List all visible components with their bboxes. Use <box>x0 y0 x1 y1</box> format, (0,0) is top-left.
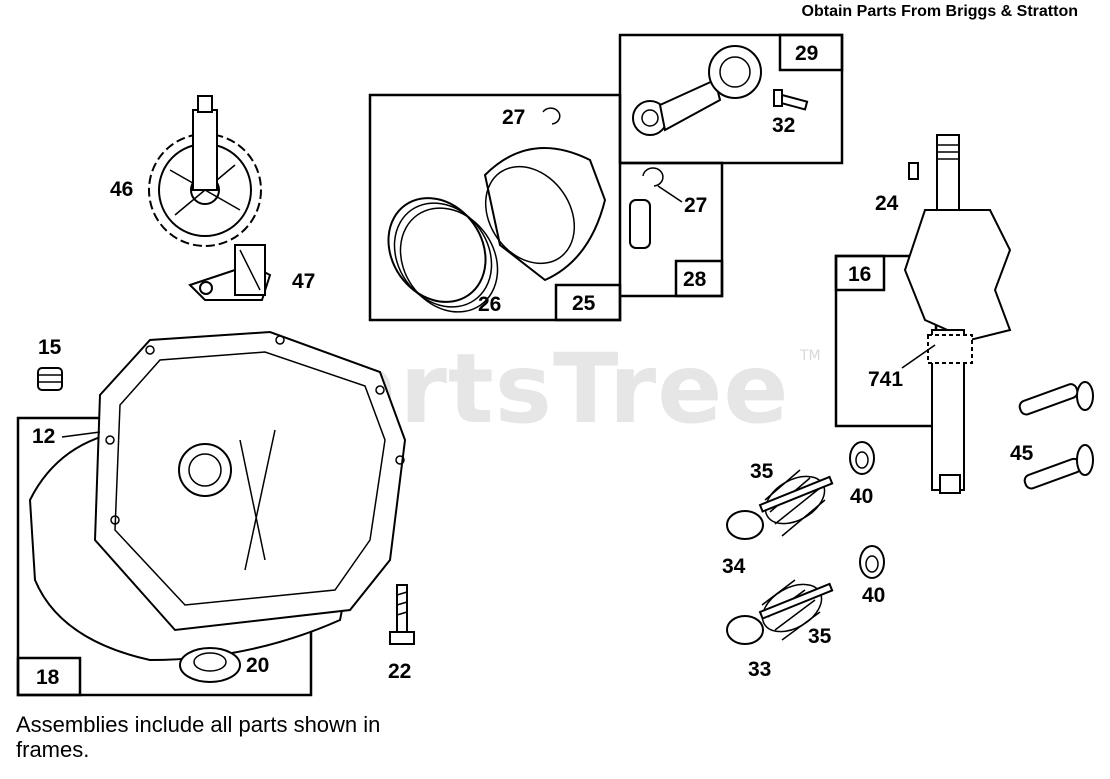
oil-seal-part[interactable] <box>179 647 241 683</box>
valve-lifter-lower-part[interactable] <box>1023 444 1094 490</box>
valve-lifter-upper-part[interactable] <box>1018 381 1094 416</box>
callout-22: 22 <box>388 660 411 683</box>
callout-34: 34 <box>722 555 746 578</box>
callout-12: 12 <box>32 425 55 448</box>
piston-rings-part[interactable] <box>369 179 518 331</box>
crank-key-part[interactable] <box>908 162 919 180</box>
footer-note: Assemblies include all parts shown in fr… <box>16 712 381 762</box>
piston-pin-part[interactable] <box>629 199 651 249</box>
valve-retainer-upper-part[interactable] <box>849 441 875 475</box>
header-note: Obtain Parts From Briggs & Stratton <box>801 3 1078 20</box>
frame-28[interactable]: 28 <box>620 161 724 298</box>
callout-741: 741 <box>868 368 903 391</box>
frame-29[interactable]: 29 <box>618 33 844 165</box>
frame-25-label: 25 <box>572 292 596 315</box>
piston-pin-clip-lower-part[interactable] <box>642 167 664 187</box>
callout-32: 32 <box>772 114 795 137</box>
callout-47: 47 <box>292 270 315 293</box>
piston-part[interactable] <box>467 147 607 282</box>
piston-pin-clip-upper-part[interactable] <box>542 107 561 125</box>
valve-retainer-lower-part[interactable] <box>859 545 885 579</box>
frame-28-label: 28 <box>683 268 707 291</box>
callout-40-upper: 40 <box>850 485 873 508</box>
callout-15: 15 <box>38 336 62 359</box>
callout-24: 24 <box>875 192 899 215</box>
cam-gear-part[interactable] <box>148 95 262 247</box>
valve-34-part[interactable] <box>726 475 834 540</box>
crankshaft-part[interactable] <box>903 134 1012 494</box>
callout-20: 20 <box>246 654 269 677</box>
callout-27-upper: 27 <box>502 106 525 129</box>
oil-plug-part[interactable] <box>37 367 63 391</box>
connecting-rod-part[interactable] <box>632 45 762 136</box>
frame-29-label: 29 <box>795 42 818 65</box>
crankcase-base-part[interactable] <box>28 330 407 662</box>
watermark-trademark: TM <box>799 348 821 364</box>
callout-40-lower: 40 <box>862 584 885 607</box>
rod-bolt-part[interactable] <box>773 89 809 111</box>
callout-27-lower: 27 <box>684 194 707 217</box>
callout-46: 46 <box>110 178 133 201</box>
bolt-part[interactable] <box>389 584 415 645</box>
frame-16-label: 16 <box>848 263 871 286</box>
callout-35-upper: 35 <box>750 460 774 483</box>
frame-18-label: 18 <box>36 666 60 689</box>
valve-33-part[interactable] <box>726 582 834 645</box>
callout-26: 26 <box>478 293 501 316</box>
callout-35-lower: 35 <box>808 625 832 648</box>
frame-25[interactable]: 25 <box>368 93 622 322</box>
callout-33: 33 <box>748 658 771 681</box>
callout-45: 45 <box>1010 442 1034 465</box>
governor-part[interactable] <box>188 244 272 301</box>
